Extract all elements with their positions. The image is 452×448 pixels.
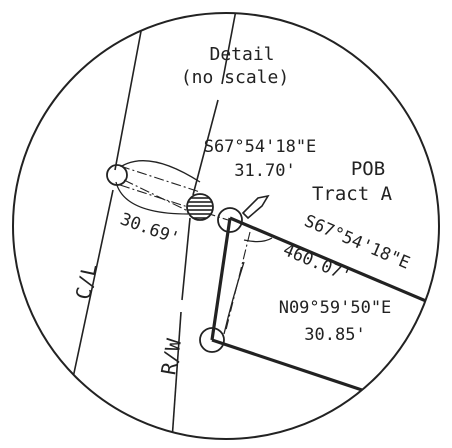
- right-of-way-line-upper: [192, 99, 219, 196]
- offset-extension-line: [123, 179, 191, 213]
- right-of-way-line-lower: [171, 311, 182, 439]
- boundary-dimension-arc: [243, 237, 273, 243]
- pob-leader-arrow: [241, 194, 270, 220]
- tract-a-label: Tract A: [312, 183, 393, 205]
- rw-dimension-arc: [223, 261, 245, 335]
- right-of-way-line-middle: [181, 217, 191, 301]
- boundary-line-south: [211, 338, 439, 422]
- right-of-way-line-top: [221, 13, 237, 85]
- centerline-segment-upper: [114, 13, 146, 171]
- detail-scale-note: (no scale): [181, 67, 289, 88]
- rw-bearing-label: N09°59'50"E: [279, 298, 392, 318]
- centerline-label: C/L: [71, 261, 102, 301]
- centerline-segment-lower: [63, 189, 114, 421]
- right-of-way-label: R/W: [156, 336, 186, 377]
- boundary-line-north: [229, 216, 439, 314]
- detail-circle: [12, 12, 440, 440]
- rw-distance-label: 30.85': [304, 325, 365, 345]
- rw-corner-marker: [199, 327, 225, 353]
- offset-dimension-arc: [115, 181, 189, 215]
- tie-dimension-arc: [121, 160, 201, 183]
- detail-title: Detail: [209, 44, 274, 65]
- boundary-line-west: [210, 217, 232, 341]
- pob-label: POB: [351, 158, 385, 180]
- tie-bearing-label: S67°54'18"E: [204, 137, 317, 157]
- offset-distance-label: 30.69': [117, 209, 182, 249]
- tie-distance-label: 31.70': [234, 161, 295, 181]
- pob-point-marker: [217, 207, 243, 233]
- tie-extension-line-upper: [119, 165, 201, 193]
- centerline-point-marker: [106, 164, 128, 186]
- found-monument-hatched: [186, 193, 214, 221]
